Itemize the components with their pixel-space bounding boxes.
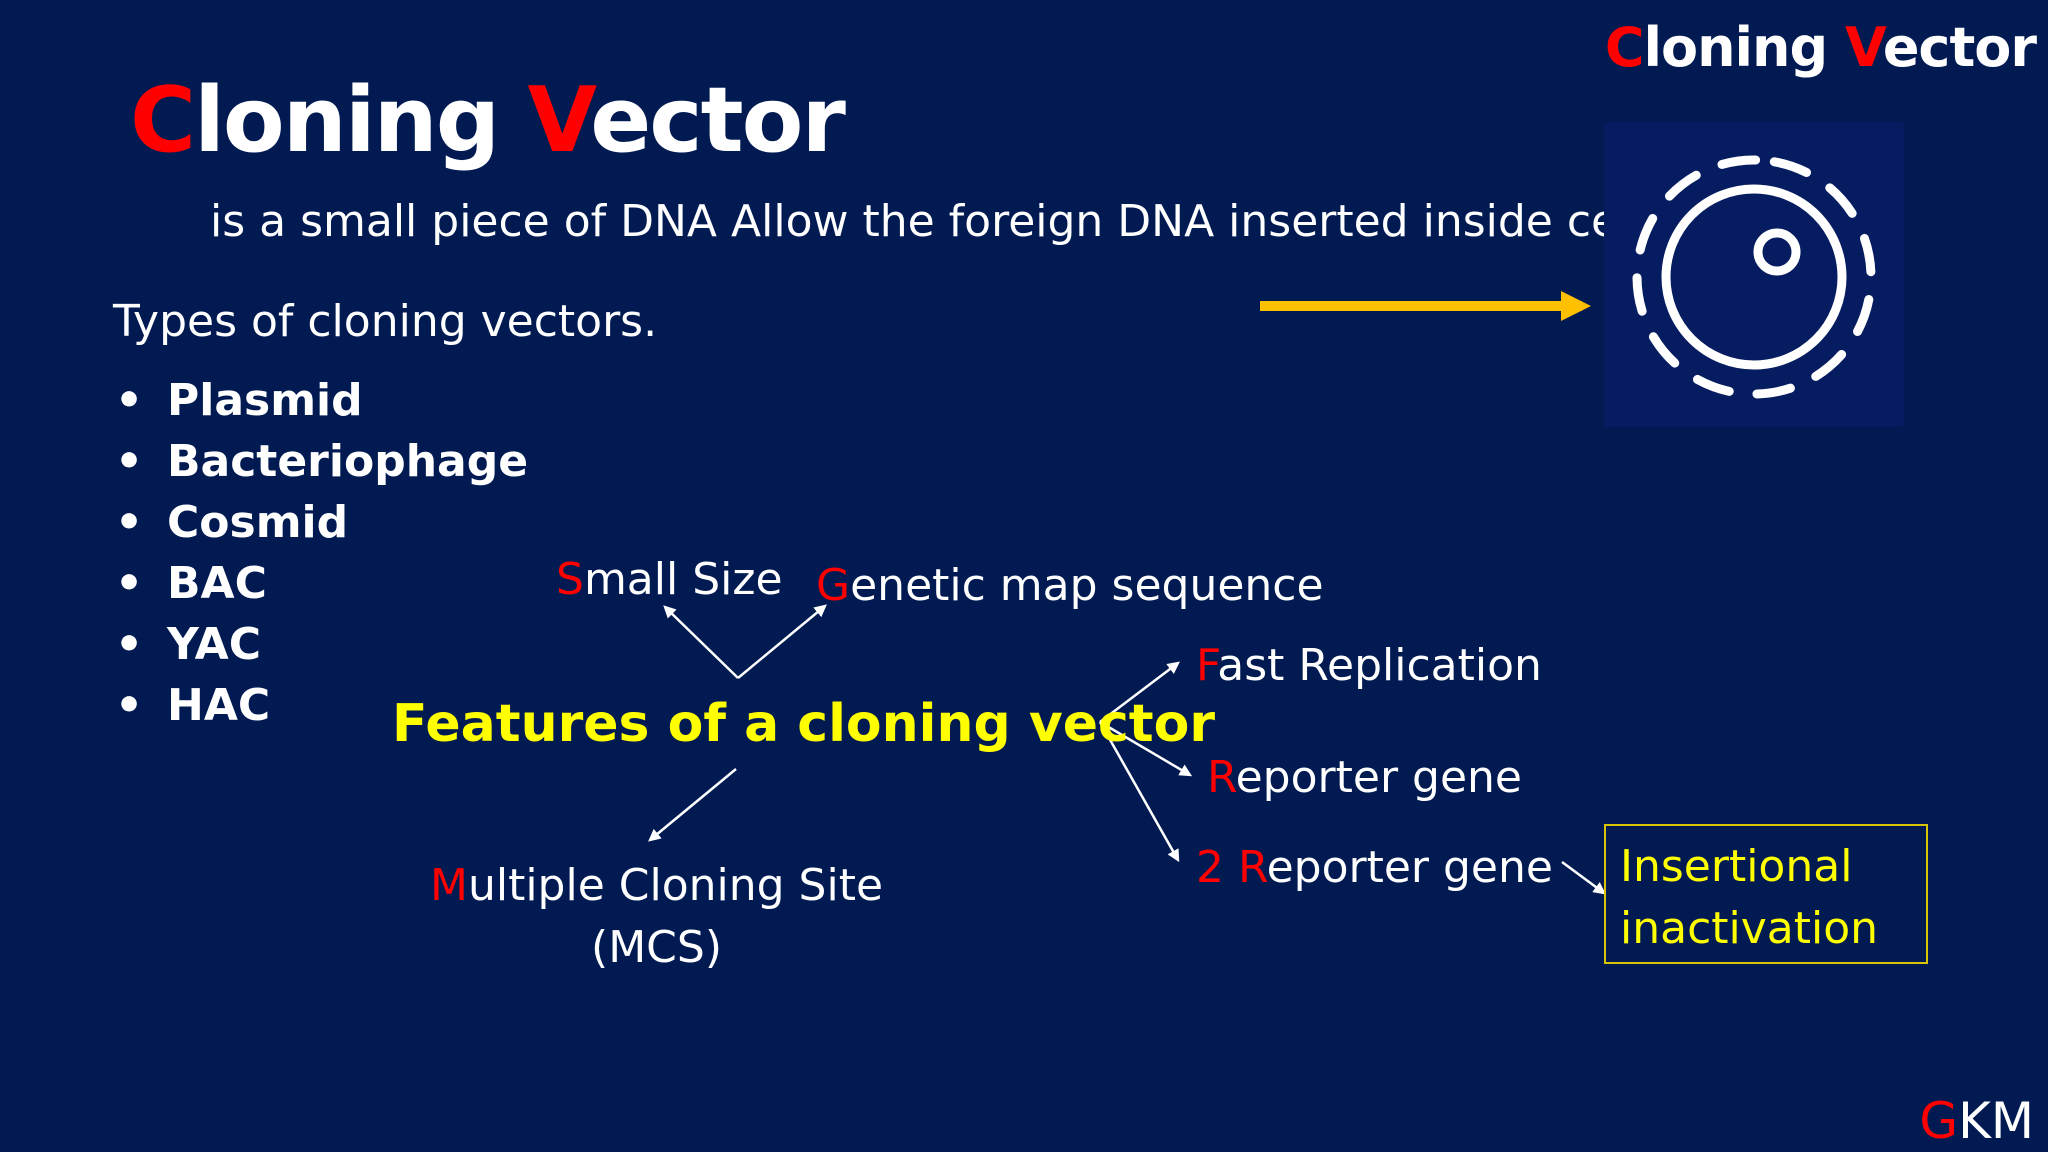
feature-initial: G xyxy=(816,560,851,611)
brand-initial: G xyxy=(1919,1092,1959,1150)
mcs-abbr: (MCS) xyxy=(591,922,722,973)
arrow-small-size xyxy=(663,605,739,679)
mcs-line: Multiple Cloning Site xyxy=(430,855,883,917)
feature-text: mall Size xyxy=(583,554,783,605)
feature-text: eporter gene xyxy=(1235,752,1522,803)
arrow-mcs xyxy=(648,768,737,842)
cell-outer-dashes xyxy=(1632,155,1876,399)
title-part2: ector xyxy=(590,68,846,173)
arrow-genetic-map xyxy=(737,604,827,679)
bullet-icon: • xyxy=(115,375,144,426)
arrow-reporter-gene xyxy=(1099,720,1193,777)
feature-text: enetic map sequence xyxy=(850,560,1324,611)
title-c: C xyxy=(130,68,196,173)
corner-title-c: C xyxy=(1604,16,1645,79)
type-label: Cosmid xyxy=(167,497,349,548)
title-part1: loning xyxy=(194,68,528,173)
types-list: • Plasmid • Bacteriophage • Cosmid • BAC • YA… xyxy=(110,370,528,736)
corner-title-part1: loning xyxy=(1643,16,1845,79)
cell-illustration xyxy=(1604,122,1904,427)
type-label: BAC xyxy=(167,558,267,609)
feature-initial: F xyxy=(1196,640,1218,691)
bullet-icon: • xyxy=(115,619,144,670)
insertional-line-2: inactivation xyxy=(1620,903,1879,954)
brand-logo: GKM xyxy=(1919,1092,2034,1150)
feature-text: ultiple Cloning Site xyxy=(467,860,884,911)
corner-title-v: V xyxy=(1844,16,1884,79)
brand-text: KM xyxy=(1958,1092,2034,1150)
feature-initial: R xyxy=(1207,752,1236,803)
list-item: • BAC xyxy=(110,553,528,614)
feature-fast-replication: Fast Replication xyxy=(1196,640,1542,691)
corner-title: Cloning Vector xyxy=(1604,16,2037,79)
feature-genetic-map: Genetic map sequence xyxy=(816,560,1324,611)
cell-membrane xyxy=(1661,184,1847,370)
feature-initial: M xyxy=(430,860,468,911)
types-heading: Types of cloning vectors. xyxy=(113,296,658,347)
feature-initial: S xyxy=(556,554,584,605)
list-item: • HAC xyxy=(110,675,528,736)
definition-text: is a small piece of DNA Allow the foreig… xyxy=(210,196,1643,247)
feature-mcs: Multiple Cloning Site (MCS) xyxy=(430,855,883,979)
feature-initial: R xyxy=(1237,842,1267,893)
feature-prefix: 2 xyxy=(1196,842,1238,893)
type-label: YAC xyxy=(167,619,261,670)
cell-nucleus xyxy=(1753,228,1801,276)
list-item: • YAC xyxy=(110,614,528,675)
list-item: • Plasmid xyxy=(110,370,528,431)
page-title: Cloning Vector xyxy=(130,68,846,173)
feature-reporter-gene: Reporter gene xyxy=(1207,752,1522,803)
insertional-inactivation-box: Insertional inactivation xyxy=(1604,824,1928,964)
feature-small-size: Small Size xyxy=(556,554,783,605)
feature-text: ast Replication xyxy=(1217,640,1542,691)
bullet-icon: • xyxy=(115,558,144,609)
arrow-2-reporter-gene xyxy=(1098,721,1180,863)
type-label: Plasmid xyxy=(167,375,363,426)
cell-icon xyxy=(1632,155,1876,399)
feature-text: eporter gene xyxy=(1266,842,1553,893)
title-v: V xyxy=(527,68,593,173)
insertional-line-1: Insertional xyxy=(1620,841,1853,892)
type-label: HAC xyxy=(167,680,271,731)
feature-2-reporter-gene: 2 Reporter gene xyxy=(1196,842,1553,893)
arrow-fast-replication xyxy=(1099,661,1180,723)
bullet-icon: • xyxy=(115,436,144,487)
corner-title-part2: ector xyxy=(1882,16,2037,79)
type-label: Bacteriophage xyxy=(167,436,529,487)
list-item: • Cosmid xyxy=(110,492,528,553)
features-heading: Features of a cloning vector xyxy=(392,694,1216,754)
list-item: • Bacteriophage xyxy=(110,431,528,492)
bullet-icon: • xyxy=(115,680,144,731)
bullet-icon: • xyxy=(115,497,144,548)
arrow-insertional xyxy=(1561,860,1607,895)
